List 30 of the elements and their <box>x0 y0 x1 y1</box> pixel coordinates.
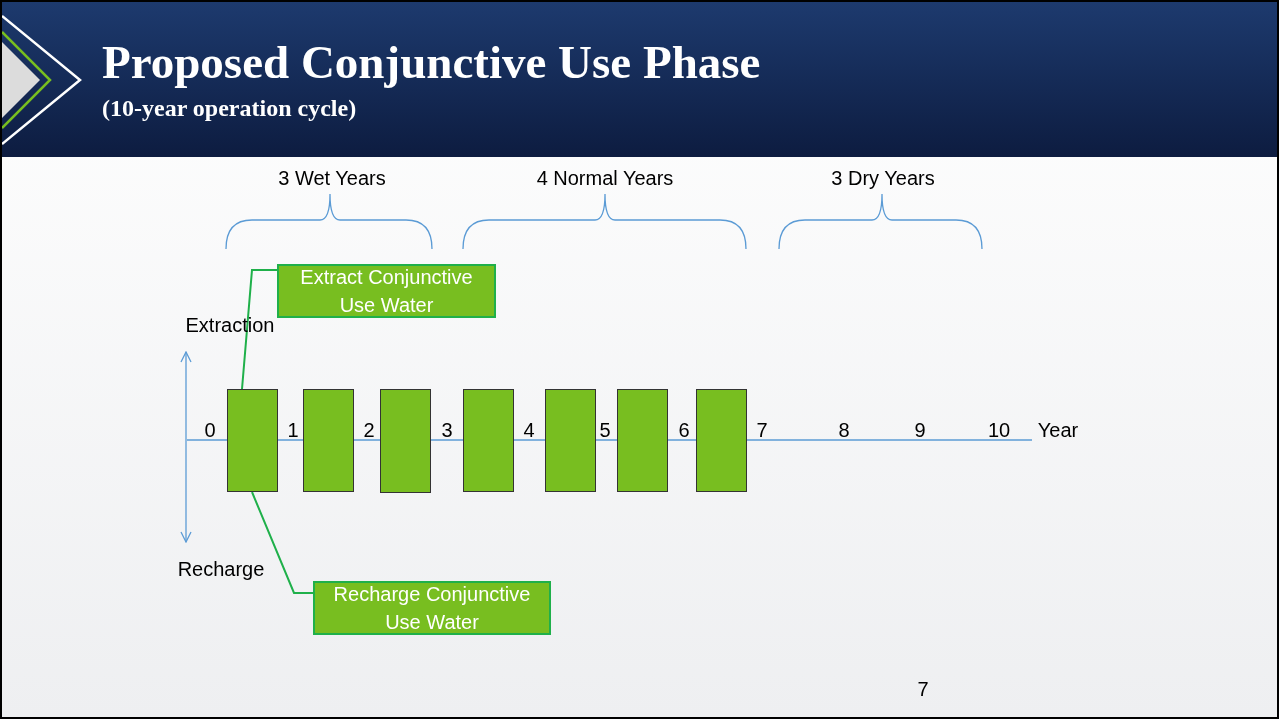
tick-label: 0 <box>204 418 216 442</box>
axis-label: Recharge <box>177 557 265 581</box>
bar <box>696 389 747 492</box>
tick-label: 1 <box>287 418 299 442</box>
tick-label: 4 <box>523 418 535 442</box>
bar <box>545 389 596 492</box>
tick-label: 6 <box>678 418 690 442</box>
period-label: 3 Dry Years <box>831 166 935 190</box>
period-label: 3 Wet Years <box>278 166 386 190</box>
bar <box>463 389 514 492</box>
tick-label: 9 <box>914 418 926 442</box>
tick-label: 5 <box>599 418 611 442</box>
period-label: 4 Normal Years <box>536 166 674 190</box>
bar <box>617 389 668 492</box>
bar <box>303 389 354 492</box>
bar <box>227 389 278 492</box>
callout-box: Extract Conjunctive Use Water <box>277 264 496 318</box>
page-number: 7 <box>917 677 929 701</box>
slide-title: Proposed Conjunctive Use Phase <box>102 35 761 90</box>
leader-line <box>241 269 278 390</box>
tick-label: 10 <box>987 418 1011 442</box>
tick-label: 8 <box>838 418 850 442</box>
tick-label: 3 <box>441 418 453 442</box>
slide-subtitle: (10-year operation cycle) <box>102 94 357 122</box>
leader-line <box>251 491 314 594</box>
axis-label: Year <box>1037 418 1079 442</box>
bar <box>380 389 431 493</box>
tick-label: 2 <box>363 418 375 442</box>
tick-label: 7 <box>756 418 768 442</box>
callout-box: Recharge Conjunctive Use Water <box>313 581 551 635</box>
